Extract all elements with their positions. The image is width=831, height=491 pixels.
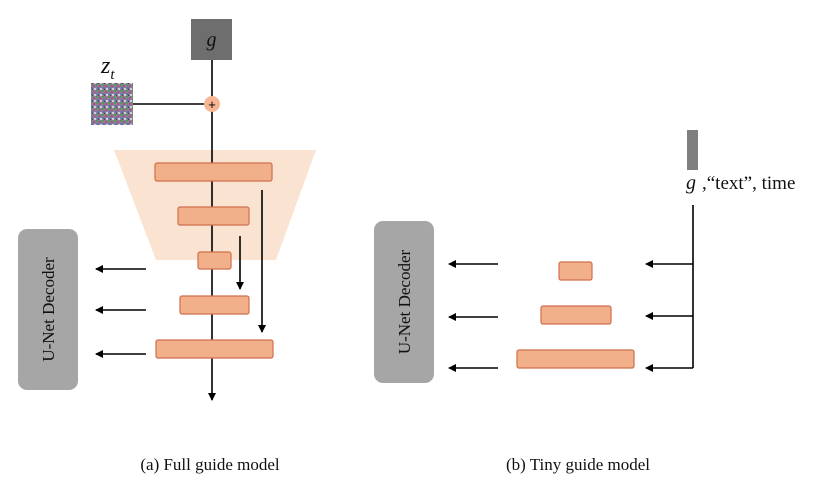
tiny-inputs-label: ,“text”, time xyxy=(702,173,795,194)
decoder-block-2 xyxy=(155,339,274,359)
caption-tiny: (b) Tiny guide model xyxy=(506,455,650,474)
tiny-unet-decoder-box xyxy=(374,221,434,383)
tiny-block-1 xyxy=(558,261,593,281)
latent-noise-image xyxy=(91,83,133,125)
encoder-block-1 xyxy=(154,162,273,182)
unet-decoder-label: U-Net Decoder xyxy=(39,257,58,362)
full-guide-model: g zt + U-Net Decoder (a) Full guide mode… xyxy=(18,19,316,474)
add-node xyxy=(204,96,220,112)
tiny-guide-model: g ,“text”, time U-Net Decoder (b) Tiny g… xyxy=(374,130,795,474)
unet-decoder-box xyxy=(18,229,78,390)
guide-input-bar xyxy=(687,130,698,170)
decoder-block-1 xyxy=(179,295,250,315)
encoder-block-2 xyxy=(177,206,250,226)
encoder-block-3 xyxy=(197,251,232,270)
guide-label: g xyxy=(207,29,217,51)
guide-input-box xyxy=(191,19,232,60)
latent-label: zt xyxy=(100,53,115,83)
tiny-guide-label: g xyxy=(686,172,696,194)
caption-full: (a) Full guide model xyxy=(140,455,280,474)
tiny-block-3 xyxy=(516,349,635,369)
tiny-block-2 xyxy=(540,305,612,325)
plus-symbol: + xyxy=(208,97,216,112)
tiny-unet-decoder-label: U-Net Decoder xyxy=(395,250,414,355)
